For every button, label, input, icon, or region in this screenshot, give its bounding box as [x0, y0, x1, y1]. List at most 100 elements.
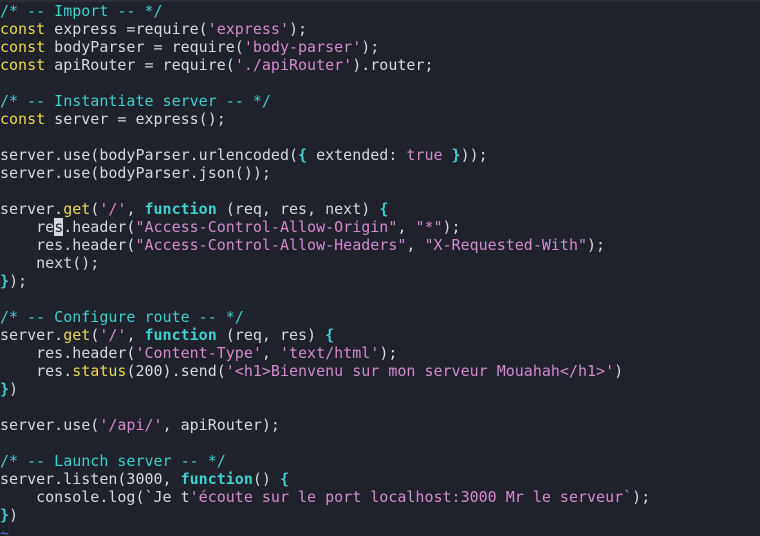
code-token: next();: [0, 254, 100, 272]
code-token: '/api/': [99, 416, 163, 434]
code-token: );: [289, 20, 308, 38]
code-line[interactable]: const bodyParser = require('body-parser'…: [0, 38, 760, 56]
code-line[interactable]: server.get('/', function (req, res, next…: [0, 200, 760, 218]
code-token: re: [0, 218, 55, 236]
code-token: (): [252, 470, 280, 488]
code-token: (req, res, next): [216, 200, 380, 218]
code-token: res.header(: [0, 344, 136, 362]
code-token: {: [298, 146, 308, 164]
code-line[interactable]: /* -- Instantiate server -- */: [0, 92, 760, 110]
code-token: /* -- Import -- */: [0, 2, 163, 20]
code-token: ): [614, 362, 624, 380]
code-token: }: [0, 272, 10, 290]
code-token: 'express': [207, 20, 289, 38]
code-token: function: [144, 326, 217, 344]
code-token: {: [325, 326, 335, 344]
code-lines[interactable]: /* -- Import -- */const express =require…: [0, 2, 760, 524]
code-token: );: [442, 218, 461, 236]
code-token: ,: [126, 326, 145, 344]
code-line[interactable]: }): [0, 506, 760, 524]
code-token: ): [9, 506, 19, 524]
code-token: /* -- Launch server -- */: [0, 452, 226, 470]
code-token: server.listen(3000,: [0, 470, 181, 488]
code-line[interactable]: /* -- Launch server -- */: [0, 452, 760, 470]
code-line[interactable]: server.get('/', function (req, res) {: [0, 326, 760, 344]
code-token: }: [0, 506, 10, 524]
code-token: (: [90, 200, 100, 218]
code-token: }: [0, 380, 10, 398]
code-line[interactable]: const express =require('express');: [0, 20, 760, 38]
code-line[interactable]: server.use(bodyParser.json());: [0, 164, 760, 182]
code-token: express =require(: [45, 20, 208, 38]
code-token: ,: [261, 344, 280, 362]
code-token: /* -- Configure route -- */: [0, 308, 244, 326]
code-line[interactable]: [0, 128, 760, 146]
code-token: const: [0, 38, 46, 56]
code-line[interactable]: const apiRouter = require('./apiRouter')…: [0, 56, 760, 74]
editor-top-border: [0, 0, 760, 2]
code-line[interactable]: res.header("Access-Control-Allow-Headers…: [0, 236, 760, 254]
code-token: );: [632, 488, 651, 506]
code-token: '/': [99, 200, 127, 218]
code-token: const: [0, 110, 46, 128]
code-token: ,: [126, 200, 145, 218]
code-token: status: [72, 362, 127, 380]
code-line[interactable]: /* -- Configure route -- */: [0, 308, 760, 326]
code-token: true: [406, 146, 443, 164]
code-token: server.: [0, 200, 64, 218]
code-line[interactable]: [0, 74, 760, 92]
code-token: ,: [397, 218, 416, 236]
code-line[interactable]: /* -- Import -- */: [0, 2, 760, 20]
code-line[interactable]: [0, 290, 760, 308]
code-token: {: [279, 470, 289, 488]
code-token: ): [9, 380, 19, 398]
code-token: /* -- Instantiate server -- */: [0, 92, 271, 110]
code-token: [443, 146, 452, 164]
code-line[interactable]: res.header('Content-Type', 'text/html');: [0, 344, 760, 362]
code-line[interactable]: });: [0, 272, 760, 290]
code-token: apiRouter = require(: [45, 56, 235, 74]
code-token: '<h1>Bienvenu sur mon serveur Mouahah</h…: [225, 362, 615, 380]
code-token: (: [90, 326, 100, 344]
code-token: , apiRouter);: [162, 416, 280, 434]
code-token: }: [451, 146, 461, 164]
code-token: const: [0, 56, 46, 74]
code-token: "X-Requested-With": [424, 236, 588, 254]
code-line[interactable]: server.listen(3000, function() {: [0, 470, 760, 488]
code-token: extended:: [307, 146, 407, 164]
code-line[interactable]: }): [0, 380, 760, 398]
code-token: {: [379, 200, 389, 218]
code-line[interactable]: const server = express();: [0, 110, 760, 128]
text-cursor: s: [54, 218, 64, 236]
code-token: console.log(`Je t: [0, 488, 190, 506]
code-token: (req, res): [216, 326, 326, 344]
code-token: const: [0, 20, 46, 38]
code-token: function: [144, 200, 217, 218]
code-token: './apiRouter': [234, 56, 353, 74]
code-line[interactable]: server.use('/api/', apiRouter);: [0, 416, 760, 434]
code-line[interactable]: server.use(bodyParser.urlencoded({ exten…: [0, 146, 760, 164]
code-token: "Access-Control-Allow-Origin": [135, 218, 398, 236]
code-token: get: [63, 200, 91, 218]
code-line[interactable]: next();: [0, 254, 760, 272]
code-token: ,: [406, 236, 425, 254]
code-token: function: [180, 470, 253, 488]
code-token: '/': [99, 326, 127, 344]
code-line[interactable]: [0, 182, 760, 200]
code-token: "*": [415, 218, 443, 236]
code-token: (200).send(: [126, 362, 226, 380]
code-line[interactable]: [0, 398, 760, 416]
code-line[interactable]: console.log(`Je t'écoute sur le port loc…: [0, 488, 760, 506]
code-token: ).router;: [352, 56, 434, 74]
code-token: bodyParser = require(: [45, 38, 244, 56]
code-token: ));: [460, 146, 488, 164]
code-token: 'Content-Type': [135, 344, 262, 362]
code-token: server.use(: [0, 416, 100, 434]
code-token: "Access-Control-Allow-Headers": [135, 236, 407, 254]
code-line[interactable]: [0, 434, 760, 452]
code-token: server.use(bodyParser.urlencoded(: [0, 146, 299, 164]
code-line[interactable]: res.header("Access-Control-Allow-Origin"…: [0, 218, 760, 236]
empty-line-marker: ~: [0, 524, 10, 536]
code-line[interactable]: res.status(200).send('<h1>Bienvenu sur m…: [0, 362, 760, 380]
